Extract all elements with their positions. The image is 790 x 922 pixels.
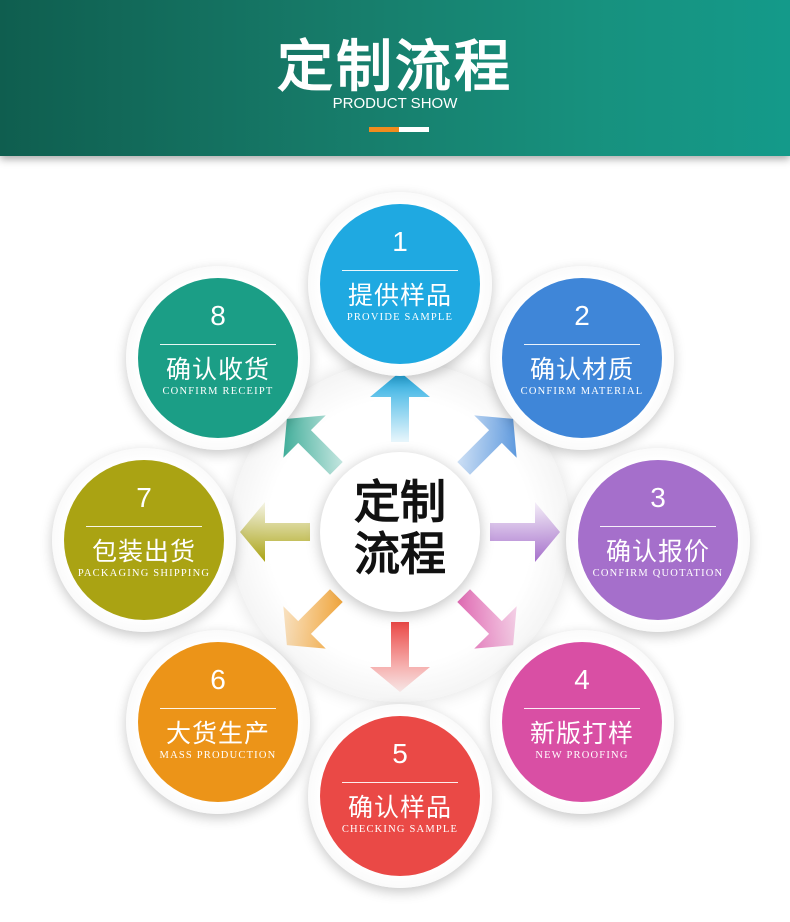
step-number: 8 — [210, 300, 226, 331]
step-node-7: 7 包装出货 PACKAGING SHIPPING — [52, 448, 236, 632]
step-subtitle: MASS PRODUCTION — [159, 750, 277, 761]
step-divider — [600, 526, 716, 527]
arrow-up-icon — [370, 372, 430, 442]
step-node-6: 6 大货生产 MASS PRODUCTION — [126, 630, 310, 814]
arrow-down-icon — [370, 622, 430, 692]
step-number: 7 — [136, 482, 152, 513]
step-divider — [86, 526, 202, 527]
arrow-right-icon — [490, 502, 560, 562]
step-node-3: 3 确认报价 CONFIRM QUOTATION — [566, 448, 750, 632]
direction-arrows — [240, 372, 560, 692]
step-title: 确认材质 — [529, 355, 634, 384]
arrow-down-right-icon — [457, 589, 517, 649]
step-number: 2 — [574, 300, 590, 331]
step-title: 确认报价 — [605, 537, 710, 566]
step-circle — [138, 278, 298, 438]
step-divider — [342, 782, 458, 783]
center-label-line1: 定制 — [354, 475, 446, 529]
step-title: 大货生产 — [165, 719, 270, 748]
step-subtitle: CONFIRM QUOTATION — [592, 568, 724, 579]
step-subtitle: CONFIRM MATERIAL — [520, 386, 644, 397]
step-circle — [578, 460, 738, 620]
page-title: 定制流程 — [277, 35, 513, 100]
accent-bar-orange — [369, 127, 399, 132]
step-number: 6 — [210, 664, 226, 695]
step-circle — [64, 460, 224, 620]
step-node-8: 8 确认收货 CONFIRM RECEIPT — [126, 266, 310, 450]
header-banner: 定制流程 PRODUCT SHOW — [0, 0, 790, 156]
process-diagram: 定制 流程 1 提供样品 PROVIDE SAMPLE 2 确认材质 CONFI… — [0, 156, 790, 922]
arrow-up-right-icon — [457, 415, 517, 475]
step-number: 1 — [392, 226, 408, 257]
step-title: 包装出货 — [91, 537, 196, 566]
step-number: 4 — [574, 664, 590, 695]
step-circle — [320, 716, 480, 876]
step-subtitle: PACKAGING SHIPPING — [77, 568, 211, 579]
step-number: 5 — [392, 738, 408, 769]
step-divider — [342, 270, 458, 271]
arrow-up-left-icon — [283, 415, 343, 475]
step-node-2: 2 确认材质 CONFIRM MATERIAL — [490, 266, 674, 450]
page-subtitle: PRODUCT SHOW — [332, 95, 458, 112]
arrow-left-icon — [240, 502, 310, 562]
step-title: 确认样品 — [347, 793, 452, 822]
step-node-4: 4 新版打样 NEW PROOFING — [490, 630, 674, 814]
step-title: 提供样品 — [347, 281, 452, 310]
step-circle — [320, 204, 480, 364]
step-title: 确认收货 — [165, 355, 270, 384]
center-label: 定制 流程 — [330, 476, 470, 580]
step-divider — [524, 708, 640, 709]
center-disc — [320, 452, 480, 612]
accent-bar-white — [399, 127, 429, 132]
step-number: 3 — [650, 482, 666, 513]
arrow-down-left-icon — [283, 589, 343, 649]
step-circle — [502, 278, 662, 438]
step-subtitle: PROVIDE SAMPLE — [346, 312, 454, 323]
step-divider — [160, 708, 276, 709]
step-circle — [138, 642, 298, 802]
step-title: 新版打样 — [529, 719, 634, 748]
step-circle — [502, 642, 662, 802]
step-node-1: 1 提供样品 PROVIDE SAMPLE — [308, 192, 492, 376]
center-label-line2: 流程 — [354, 527, 446, 581]
step-node-5: 5 确认样品 CHECKING SAMPLE — [308, 704, 492, 888]
step-subtitle: CONFIRM RECEIPT — [162, 386, 274, 397]
step-divider — [160, 344, 276, 345]
step-subtitle: CHECKING SAMPLE — [341, 824, 459, 835]
step-subtitle: NEW PROOFING — [535, 750, 629, 761]
step-divider — [524, 344, 640, 345]
